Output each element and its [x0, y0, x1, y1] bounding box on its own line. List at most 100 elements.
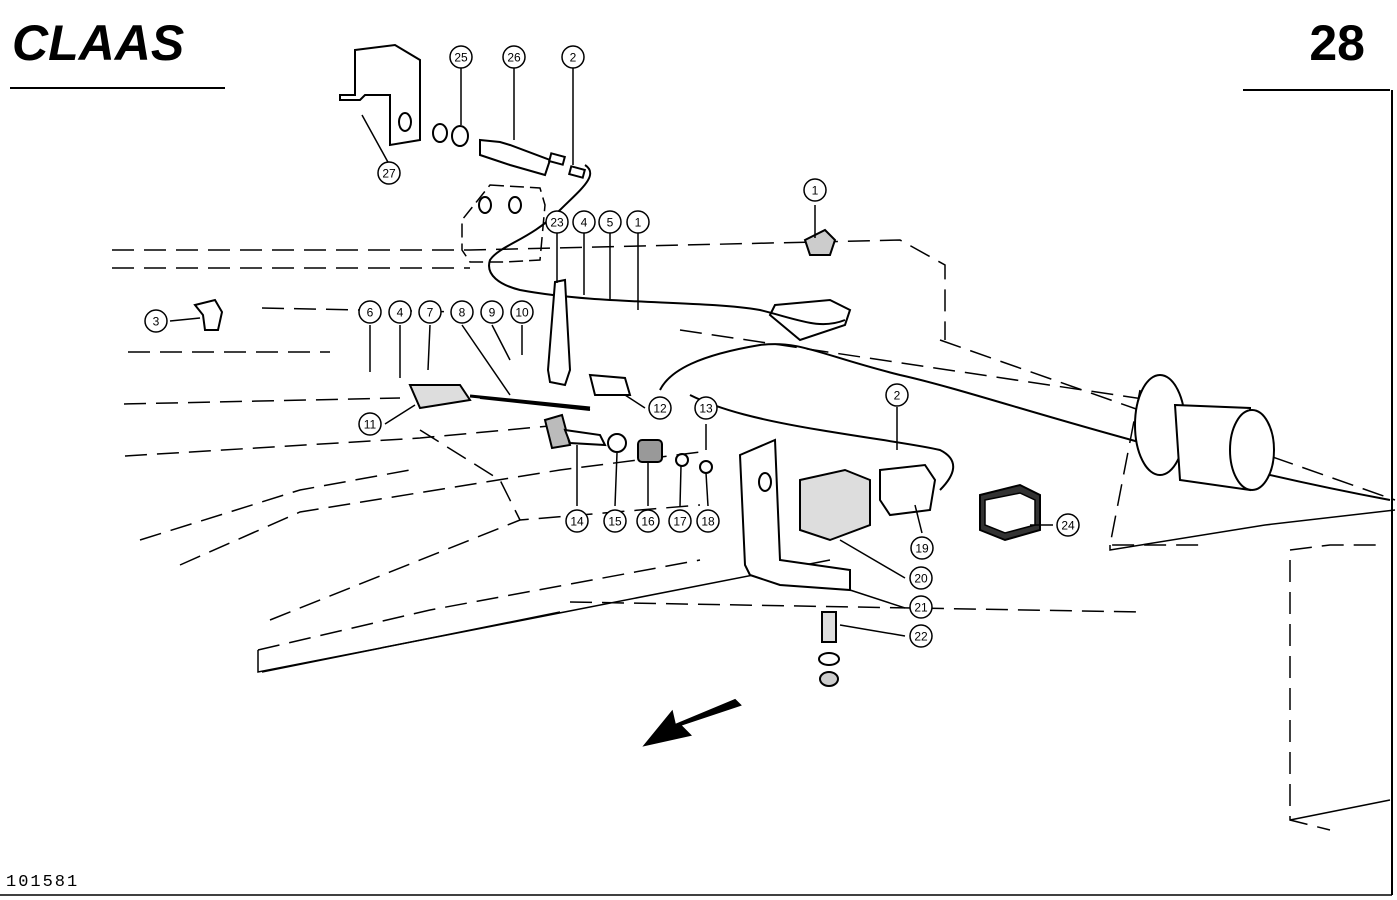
mount-plate	[461, 184, 546, 263]
callout-label: 4	[397, 306, 404, 320]
callout-8: 8	[450, 300, 474, 324]
callout-circle	[1056, 513, 1080, 537]
callout-label: 10	[515, 306, 529, 320]
callout-label: 13	[699, 402, 713, 416]
page-number: 28	[1309, 15, 1365, 71]
callout-circle	[377, 161, 401, 185]
callout-2: 2	[885, 383, 909, 407]
direction-arrow-icon	[642, 698, 742, 747]
clip-part-1-left	[193, 298, 224, 331]
callout-circle	[803, 178, 827, 202]
callout-label: 25	[454, 51, 468, 65]
callout-label: 1	[635, 216, 642, 230]
callout-label: 11	[364, 418, 377, 432]
callout-circle	[480, 300, 504, 324]
callout-25: 25	[449, 45, 473, 69]
tube-right	[1134, 374, 1275, 492]
circlip-15	[607, 433, 627, 453]
bracket-hole	[398, 112, 412, 132]
spindle-part-14	[543, 413, 572, 450]
callout-circle	[603, 509, 627, 533]
callout-circle	[668, 509, 692, 533]
callout-label: 6	[367, 306, 374, 320]
callout-15: 15	[603, 509, 627, 533]
callout-12: 12	[648, 396, 672, 420]
callout-16: 16	[636, 509, 660, 533]
callout-21: 21	[909, 595, 933, 619]
claas-logo: CLAAS	[12, 15, 184, 68]
callout-label: 3	[153, 315, 160, 329]
callout-17: 17	[668, 509, 692, 533]
callout-circle	[144, 309, 168, 333]
washer-18	[699, 460, 713, 474]
callout-11: 11	[358, 412, 382, 436]
nut-22b	[819, 671, 839, 687]
connector-part-19	[879, 463, 937, 517]
figure-number: 101581	[6, 873, 80, 892]
callout-circle	[388, 300, 412, 324]
callout-label: 19	[915, 542, 929, 556]
callout-18: 18	[696, 509, 720, 533]
callout-label: 26	[507, 51, 521, 65]
callout-circle	[909, 595, 933, 619]
callout-circle	[909, 624, 933, 648]
callout-1: 1	[803, 178, 827, 202]
bearing-16	[637, 439, 663, 463]
callout-circle	[561, 45, 585, 69]
callout-circle	[358, 412, 382, 436]
callout-label: 22	[914, 630, 928, 644]
callout-1: 1	[626, 210, 650, 234]
callout-2: 2	[561, 45, 585, 69]
callout-label: 14	[570, 515, 584, 529]
callout-26: 26	[502, 45, 526, 69]
callout-circle	[450, 300, 474, 324]
callout-label: 16	[641, 515, 655, 529]
callout-9: 9	[480, 300, 504, 324]
callout-20: 20	[909, 566, 933, 590]
callout-24: 24	[1056, 513, 1080, 537]
callout-6: 6	[358, 300, 382, 324]
callout-10: 10	[510, 300, 534, 324]
callout-circle	[909, 566, 933, 590]
callout-label: 9	[489, 306, 496, 320]
block-part-11	[408, 384, 472, 410]
callout-label: 12	[653, 402, 667, 416]
callout-4: 4	[572, 210, 596, 234]
callout-label: 24	[1061, 519, 1075, 533]
callout-22: 22	[909, 624, 933, 648]
callout-14: 14	[565, 509, 589, 533]
claas-logo-text: CLAAS	[12, 15, 184, 68]
callout-circle	[565, 509, 589, 533]
plug-connector-25-26	[432, 123, 587, 179]
callout-label: 17	[673, 515, 687, 529]
callout-4: 4	[388, 300, 412, 324]
callout-circle	[510, 300, 534, 324]
callout-circle	[358, 300, 382, 324]
washer-17	[675, 453, 689, 467]
callout-3: 3	[144, 309, 168, 333]
callout-circle	[694, 396, 718, 420]
callout-label: 27	[382, 167, 396, 181]
callout-label: 2	[894, 389, 901, 403]
callout-label: 1	[812, 184, 819, 198]
leader-lines	[169, 66, 1053, 637]
pin-part-12	[588, 373, 632, 396]
bolt-22	[821, 611, 837, 643]
callout-circle	[648, 396, 672, 420]
callout-label: 23	[550, 216, 564, 230]
callout-5: 5	[598, 210, 622, 234]
callout-label: 8	[459, 306, 466, 320]
callout-circle	[885, 383, 909, 407]
callout-circle	[449, 45, 473, 69]
callout-label: 15	[608, 515, 622, 529]
callout-label: 18	[701, 515, 715, 529]
switch-part-20	[799, 468, 871, 542]
callout-label: 7	[427, 306, 434, 320]
callout-circle	[502, 45, 526, 69]
callout-label: 2	[570, 51, 577, 65]
callout-circle	[696, 509, 720, 533]
callout-19: 19	[910, 536, 934, 560]
callout-circle	[910, 536, 934, 560]
